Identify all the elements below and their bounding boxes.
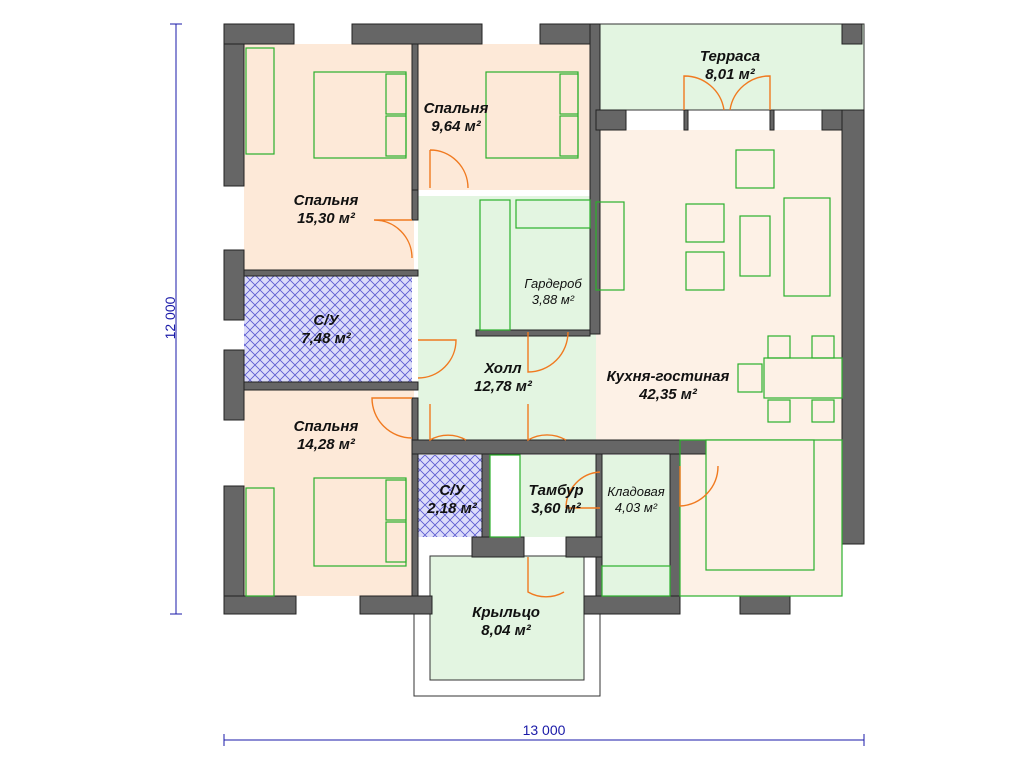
room-area: 14,28 м²	[297, 436, 355, 453]
bedroom-2-floor	[418, 44, 596, 190]
room-name: Холл	[484, 360, 522, 377]
room-area: 8,04 м²	[481, 622, 531, 639]
furniture	[245, 47, 843, 597]
storage-floor	[602, 455, 670, 596]
room-area: 9,64 м²	[431, 118, 481, 135]
kitchen-floor	[596, 130, 842, 442]
room-name: Кухня-гостиная	[606, 368, 730, 385]
room-name: С/У	[439, 482, 465, 499]
room-name: Тамбур	[528, 482, 584, 499]
room-area: 2,18 м²	[427, 500, 477, 517]
bathroom-2-floor	[418, 455, 482, 537]
doors	[371, 75, 771, 598]
hall-floor	[418, 196, 596, 444]
armchair	[685, 251, 725, 291]
width-dimension-label: 13 000	[522, 722, 566, 738]
dimension-lines	[170, 23, 865, 746]
wardrobe	[245, 487, 275, 597]
height-dimension-label: 12 000	[162, 296, 178, 340]
room-name: Терраса	[699, 48, 761, 65]
storage-shelf	[601, 565, 671, 597]
wardrobe	[245, 47, 275, 155]
bed	[313, 71, 407, 159]
room-name: Кладовая	[607, 484, 665, 499]
room-name: Гардероб	[524, 276, 582, 291]
wardrobe-shelf	[515, 199, 591, 229]
terrace-floor	[599, 23, 865, 111]
room-area: 42,35 м²	[639, 386, 697, 403]
tv-unit	[595, 201, 625, 291]
bathroom-1-floor	[244, 276, 412, 382]
room-area: 15,30 м²	[297, 210, 355, 227]
room-name: Спальня	[423, 100, 489, 117]
room-area: 12,78 м²	[474, 378, 532, 395]
sofa	[783, 197, 831, 297]
room-area: 8,01 м²	[705, 66, 755, 83]
room-name: Спальня	[293, 192, 359, 209]
armchair	[735, 149, 775, 189]
coffee-table	[739, 215, 771, 277]
armchair	[685, 203, 725, 243]
room-area: 7,48 м²	[301, 330, 351, 347]
room-area: 3,88 м²	[531, 292, 575, 307]
walls	[223, 23, 865, 615]
room-area: 4,03 м²	[614, 500, 658, 515]
room-name: Крыльцо	[472, 604, 540, 621]
room-name: С/У	[313, 312, 339, 329]
dining-table	[763, 357, 843, 399]
room-area: 3,60 м²	[531, 500, 581, 517]
bed	[485, 71, 579, 159]
room-name: Спальня	[293, 418, 359, 435]
vestibule-closet	[489, 454, 521, 538]
hall-closet	[479, 199, 511, 331]
porch-floor	[429, 555, 585, 681]
